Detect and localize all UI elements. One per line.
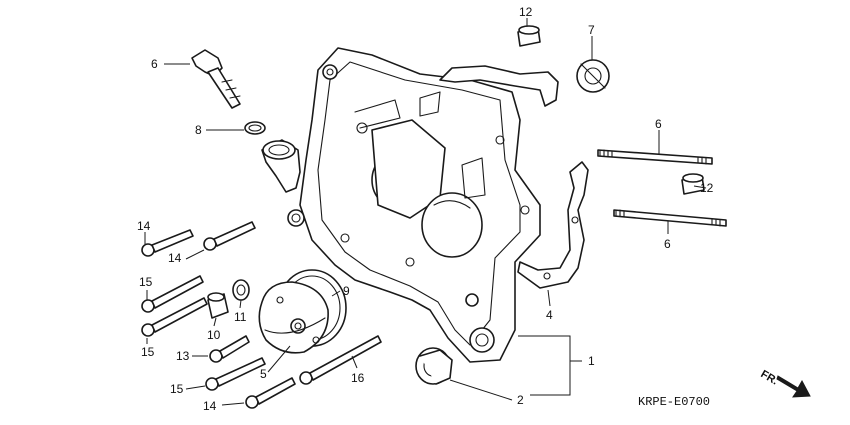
flange-bolt-15a: [141, 275, 204, 313]
crankcase-cover: [299, 47, 541, 363]
callout-1: 1: [588, 354, 595, 368]
flange-bolt-15c: [205, 357, 266, 391]
flange-bolt-14a: [141, 229, 194, 257]
callout-labels: 6 12 7 8 6 12 6 14 14 15 15 10 11 13 15 …: [137, 5, 714, 413]
stud-bolt-upper: [597, 149, 713, 165]
flange-bolt-14b: [203, 221, 256, 251]
diagram-code: KRPE-E0700: [638, 395, 710, 409]
bearing: [415, 347, 453, 385]
callout-15-c: 15: [170, 382, 184, 396]
callout-10: 10: [207, 328, 221, 342]
leader-lines: [144, 18, 707, 406]
callout-9: 9: [343, 284, 350, 298]
callout-14-b: 14: [168, 251, 182, 265]
socket-bolt: [207, 292, 229, 319]
callout-15-b: 15: [141, 345, 155, 359]
callout-7: 7: [588, 23, 595, 37]
direction-arrow-icon: [776, 375, 811, 398]
dowel-pin-right: [681, 173, 705, 195]
oil-filler-cap: [191, 49, 241, 109]
callout-13: 13: [176, 349, 190, 363]
callout-12-top: 12: [519, 5, 533, 19]
callout-14-c: 14: [203, 399, 217, 413]
filler-neck: [261, 139, 305, 227]
callout-8: 8: [195, 123, 202, 137]
stud-bolt-lower: [613, 209, 727, 227]
callout-6-upper: 6: [655, 117, 662, 131]
callout-12-right: 12: [700, 181, 714, 195]
long-bolt-16: [299, 335, 382, 385]
callout-16: 16: [351, 371, 365, 385]
callout-2: 2: [517, 393, 524, 407]
direction-label: FR.: [759, 368, 780, 387]
callout-3: 4: [546, 308, 553, 322]
gasket-upper: [439, 65, 559, 107]
callout-14-a: 14: [137, 219, 151, 233]
callout-5: 6: [151, 57, 158, 71]
gasket-side: [517, 161, 589, 289]
front-direction-indicator: FR.: [759, 368, 811, 398]
callout-15-a: 15: [139, 275, 153, 289]
dowel-pin-top: [517, 25, 541, 47]
pump-cover: [258, 281, 329, 354]
callout-4: 5: [260, 367, 267, 381]
sealing-washer: [232, 279, 250, 301]
callout-11: 11: [234, 310, 247, 324]
o-ring: [244, 121, 266, 135]
oil-seal: [576, 59, 610, 93]
flange-bolt-13: [209, 335, 250, 363]
flange-bolt-14c: [245, 377, 296, 409]
callout-6-lower: 6: [664, 237, 671, 251]
flange-bolt-15b: [141, 297, 208, 337]
